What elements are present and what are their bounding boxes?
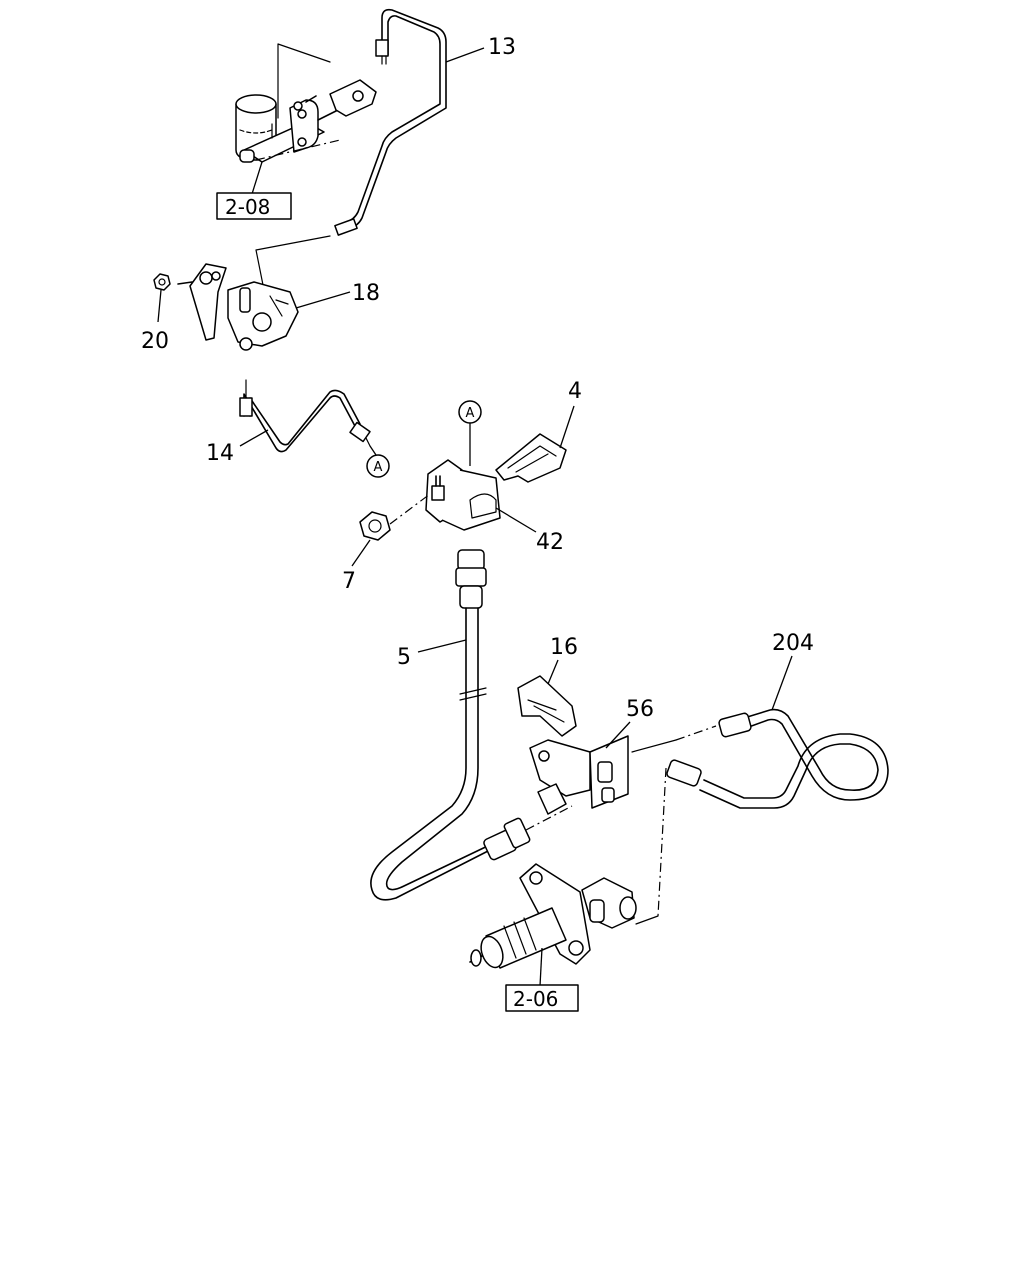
ref-label-2-06: 2-06 [513,987,558,1011]
callout-204: 204 [772,631,814,656]
guide-line-204-vertical [657,767,667,917]
leader-20 [157,289,162,323]
leader-16 [547,659,559,685]
callout-18: 18 [352,281,380,306]
marker-a-pipe-circle [366,454,390,478]
leader-56 [605,721,631,749]
guide-line-204-dash [675,725,717,741]
marker-a-bracket: A [466,406,475,421]
leader-2-06 [539,947,543,987]
pipe-13-top-nut [375,39,389,57]
guide-line-bracket-56 [525,805,573,831]
slave-cylinder [469,863,637,969]
clip-16 [517,675,577,737]
leader-14 [239,429,269,447]
leader-42 [495,507,537,533]
guide-line-reservoir [255,139,341,161]
callout-4: 4 [568,379,582,404]
callout-13: 13 [488,35,516,60]
union-bracket-18 [177,263,299,351]
pipe-13 [334,8,447,236]
leader-18 [295,291,351,309]
ref-label-2-08: 2-08 [225,195,270,219]
guide-line-204-bottom [635,915,659,925]
marker-a-pipe: A [374,460,383,475]
callout-14: 14 [206,441,234,466]
ref-box-2-06 [505,984,579,1012]
guide-line-top [277,43,331,119]
master-cylinder [235,79,377,163]
leader-2-08 [251,161,263,195]
leader-marker-a-pipe [369,445,377,456]
leader-204 [771,655,793,711]
nut-7 [359,511,391,541]
callout-20: 20 [141,329,169,354]
callout-56: 56 [626,697,654,722]
nut-20 [153,273,171,291]
callout-16: 16 [550,635,578,660]
bracket-42 [425,459,501,531]
hose-5 [370,549,531,901]
clip-4 [495,433,567,483]
callout-7: 7 [342,569,356,594]
pipe-14 [239,379,371,453]
pipe-13-bottom-nut [334,218,358,236]
guide-line-204-upper [631,739,677,753]
callout-5: 5 [397,645,411,670]
guide-line-nut-7 [389,493,431,525]
leader-4 [559,405,575,449]
callout-42: 42 [536,530,564,555]
leader-13 [445,47,485,63]
leader-7 [351,539,371,567]
pipe-204 [666,708,889,809]
bracket-56 [529,735,629,815]
leader-5 [417,639,467,653]
ref-box-2-08 [216,192,292,220]
